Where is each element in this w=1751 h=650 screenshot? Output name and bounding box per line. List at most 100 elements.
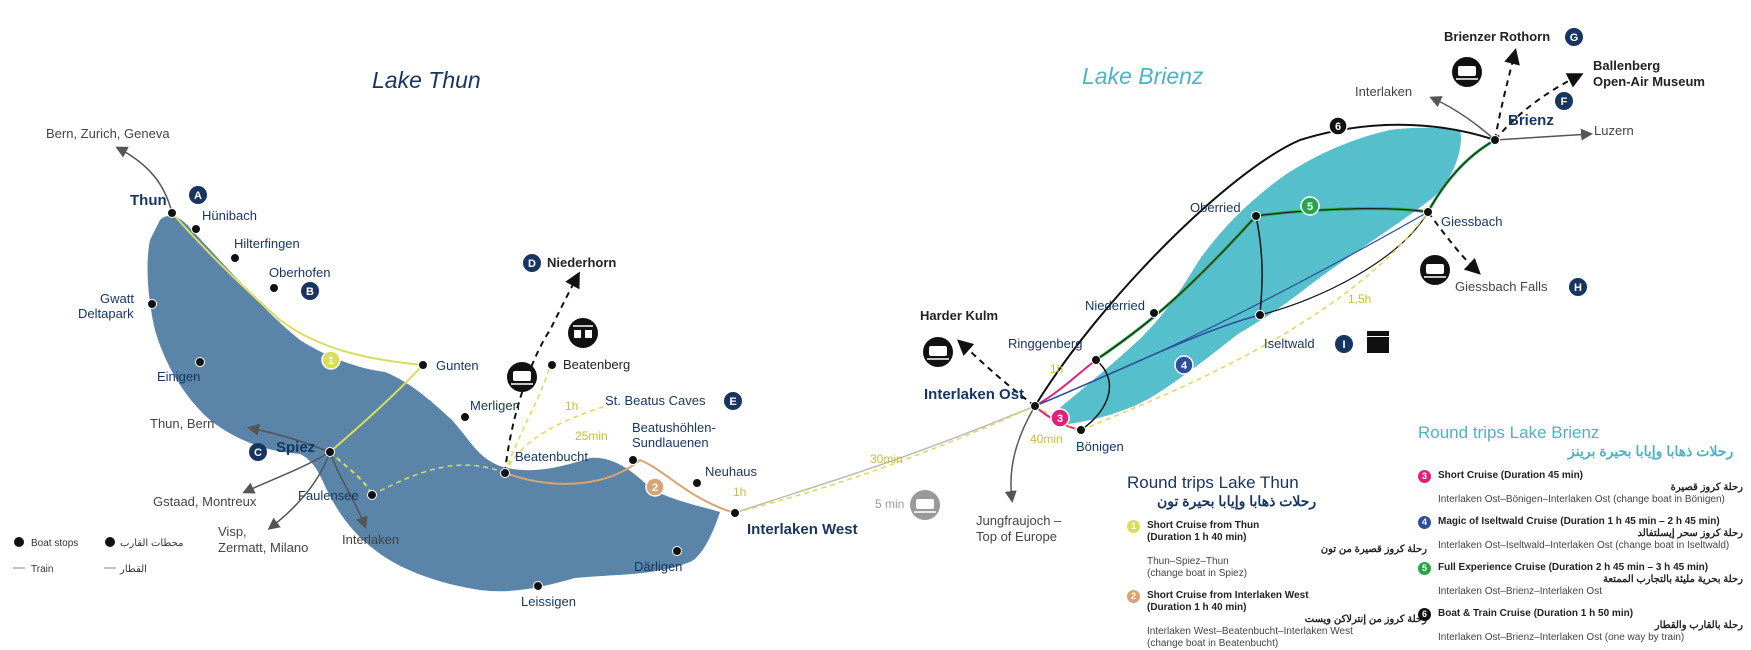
trip-1-badge: 1 xyxy=(1127,520,1140,533)
trip-4-title: Magic of Iseltwald Cruise (Duration 1 h … xyxy=(1438,516,1720,527)
svg-text:4: 4 xyxy=(1181,360,1188,372)
label-gunten: Gunten xyxy=(436,358,479,373)
arrow-to-giessbach-falls xyxy=(1427,211,1481,275)
stop-faulensee xyxy=(367,490,377,500)
funicular-giessbach-icon xyxy=(1420,255,1450,285)
route-1-line-north xyxy=(171,212,424,366)
label-beatushohlen: Beatushöhlen- xyxy=(632,420,716,435)
trip-5-arabic: رحلة بحرية مليئة بالتجارب الممتعة xyxy=(1603,574,1743,585)
stop-beatushohlen xyxy=(628,455,638,465)
trip-2-arabic: رحلة كروز من إنترلاكن ويست xyxy=(1304,614,1427,625)
label-spiez: Spiez xyxy=(276,439,315,456)
stop-giessbach xyxy=(1423,207,1433,217)
arrow-to-interlaken xyxy=(329,451,368,529)
route-badge-2[interactable]: 2 xyxy=(645,477,665,497)
trip-3-route: Interlaken Ost–Bönigen–Interlaken Ost (c… xyxy=(1438,494,1725,505)
arrow-to-rothorn xyxy=(1494,48,1520,141)
stop-interlaken-ost xyxy=(1030,401,1040,411)
key-train: Train xyxy=(31,564,53,575)
trip-2-route: Interlaken West–Beatenbucht–Interlaken W… xyxy=(1147,626,1353,637)
trip-2-title: Short Cruise from Interlaken West xyxy=(1147,590,1309,601)
map-key: Boat stops محطات القارب Train القطار xyxy=(13,537,183,575)
route-2-line xyxy=(504,458,736,514)
label-interlaken-north: Interlaken xyxy=(1355,84,1412,99)
label-open-air: Open-Air Museum xyxy=(1593,74,1705,89)
legend-thun-title: Round trips Lake Thun xyxy=(1127,473,1299,492)
label-merligen: Merligen xyxy=(470,398,520,413)
label-faulensee: Faulensee xyxy=(298,488,359,503)
legend-trip-5[interactable]: 5 Full Experience Cruise (Duration 2 h 4… xyxy=(1418,562,1743,598)
legend-trip-2[interactable]: 2 Short Cruise from Interlaken West (Dur… xyxy=(1127,590,1427,650)
marker-d[interactable]: D xyxy=(523,254,541,272)
legend-trip-6[interactable]: 6 Boat & Train Cruise (Duration 1 h 50 m… xyxy=(1418,608,1743,644)
trip-1-arabic: رحلة كروز قصيرة من تون xyxy=(1320,544,1427,555)
route-badge-1[interactable]: 1 xyxy=(321,350,341,370)
label-giessbach: Giessbach xyxy=(1441,214,1502,229)
lake-thun xyxy=(147,215,721,592)
walk-time-25min: 25min xyxy=(575,429,608,443)
legend-trip-4[interactable]: 4 Magic of Iseltwald Cruise (Duration 1 … xyxy=(1418,516,1743,552)
walk-interlaken-west-ost xyxy=(734,405,1036,514)
arrow-to-harder-kulm xyxy=(957,339,1036,407)
marker-g[interactable]: G xyxy=(1565,28,1583,46)
route-ringgenberg-bonigen xyxy=(1080,359,1111,431)
marker-e[interactable]: E xyxy=(724,392,742,410)
route-badge-3[interactable]: 3 xyxy=(1050,408,1070,428)
marker-a[interactable]: A xyxy=(189,186,207,204)
svg-text:I: I xyxy=(1342,339,1345,351)
route-badge-4[interactable]: 4 xyxy=(1174,355,1194,375)
arrow-to-gstaad xyxy=(242,451,331,494)
marker-c[interactable]: C xyxy=(249,443,267,461)
svg-text:6: 6 xyxy=(1335,121,1341,133)
label-interlaken-west: Interlaken West xyxy=(747,521,858,538)
stop-oberhofen xyxy=(269,283,279,293)
marker-f[interactable]: F xyxy=(1555,92,1573,110)
walk-time-40min: 40min xyxy=(1030,432,1063,446)
svg-text:1: 1 xyxy=(328,355,334,367)
stop-beatenbucht xyxy=(500,468,510,478)
svg-text:B: B xyxy=(306,286,314,298)
lake-thun-title: Lake Thun xyxy=(372,67,481,93)
legend-trip-1[interactable]: 1 Short Cruise from Thun (Duration 1 h 4… xyxy=(1127,520,1427,580)
arrow-to-luzern xyxy=(1494,128,1593,141)
trip-1-route: Thun–Spiez–Thun xyxy=(1147,556,1229,567)
svg-text:C: C xyxy=(254,447,262,459)
walk-time-30min: 30min xyxy=(870,452,903,466)
stop-gwatt xyxy=(147,299,157,309)
label-thun: Thun xyxy=(130,192,167,209)
marker-b[interactable]: B xyxy=(301,282,319,300)
trip-4-badge: 4 xyxy=(1418,516,1431,529)
label-visp: Visp, xyxy=(218,524,247,539)
label-st-beatus: St. Beatus Caves xyxy=(605,393,706,408)
marker-h[interactable]: H xyxy=(1569,278,1587,296)
arrow-to-thun-bern xyxy=(247,423,331,453)
stop-iseltwald xyxy=(1255,310,1265,320)
walk-time-1-5h: 1,5h xyxy=(1348,292,1371,306)
route-spiez-beatenbucht xyxy=(371,464,506,496)
route-badge-5[interactable]: 5 xyxy=(1300,196,1320,216)
trip-5-title: Full Experience Cruise (Duration 2 h 45 … xyxy=(1438,562,1709,573)
label-beatenbucht: Beatenbucht xyxy=(515,449,588,464)
label-niederhorn: Niederhorn xyxy=(547,255,616,270)
routes xyxy=(115,48,1593,530)
legend-brienz-title: Round trips Lake Brienz xyxy=(1418,423,1600,442)
route-4-line-b xyxy=(1034,211,1429,407)
film-clapperboard-top xyxy=(1367,331,1389,336)
label-zermatt: Zermatt, Milano xyxy=(218,540,308,555)
cable-car-niederhorn-icon xyxy=(568,318,598,348)
arrow-to-niederhorn xyxy=(504,271,580,474)
arrow-to-jungfraujoch xyxy=(1004,405,1036,503)
funicular-beatenberg-icon-body xyxy=(513,371,531,381)
stop-bonigen xyxy=(1076,425,1086,435)
legend-trip-3[interactable]: 3 Short Cruise (Duration 45 min) رحلة كر… xyxy=(1418,470,1743,506)
route-badge-6[interactable]: 6 xyxy=(1328,116,1348,136)
label-brienz: Brienz xyxy=(1508,112,1554,129)
marker-i[interactable]: I xyxy=(1335,335,1353,353)
key-boat-stops: Boat stops xyxy=(31,538,78,549)
label-harder-kulm: Harder Kulm xyxy=(920,308,998,323)
cogwheel-train-rothorn-icon-body xyxy=(1458,66,1476,76)
trip-3-badge: 3 xyxy=(1418,470,1431,483)
route-1-line-spiez xyxy=(329,364,424,453)
label-gwatt: Gwatt xyxy=(100,291,134,306)
key-train-ar: القطار xyxy=(119,564,147,575)
